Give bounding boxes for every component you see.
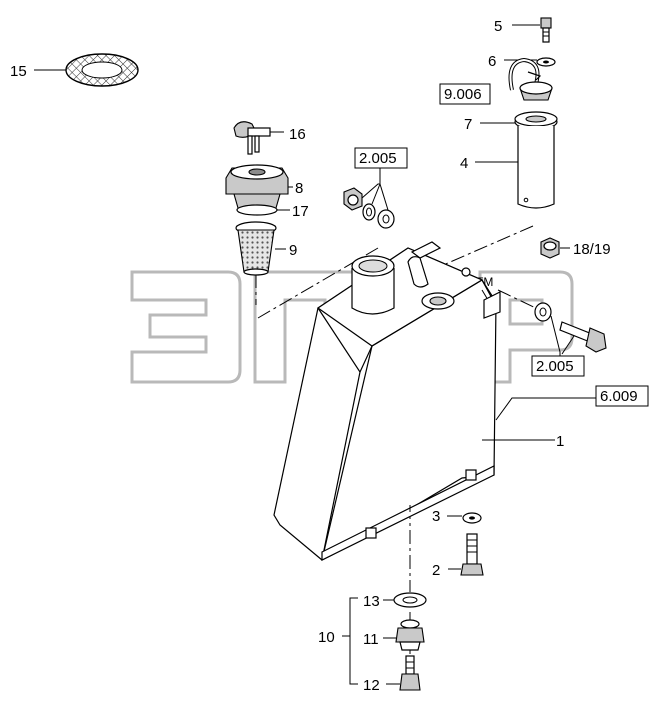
part-16-key	[233, 121, 284, 155]
ref-2005-right-box[interactable]: 2.005	[531, 355, 585, 377]
callout-16: 16	[289, 126, 306, 143]
callout-8: 8	[295, 180, 303, 197]
part-nut-washers-top	[343, 183, 395, 229]
ref-6009[interactable]: 6.009	[600, 388, 638, 405]
ref-2005-top[interactable]: 2.005	[359, 150, 397, 167]
part-11-drain-plug	[383, 619, 425, 651]
ref-9006-box[interactable]: 9.006	[439, 83, 491, 105]
callout-18-19: 18/19	[573, 241, 611, 258]
part-18-19-nut	[540, 237, 570, 259]
callout-1: 1	[556, 433, 564, 450]
part-4-7-fuel-level-sender	[475, 57, 558, 209]
part-15-mesh-gasket	[34, 53, 139, 87]
callout-5: 5	[494, 18, 502, 35]
ref-2005-right[interactable]: 2.005	[536, 358, 574, 375]
callout-7: 7	[464, 116, 472, 133]
callout-10: 10	[318, 629, 335, 646]
ref-6009-box[interactable]: 6.009	[595, 385, 649, 407]
part-12-drain-valve	[386, 655, 421, 691]
callout-9: 9	[289, 242, 297, 259]
part-1-fuel-tank	[273, 241, 600, 561]
part-8-filler-cap	[225, 164, 293, 209]
ref-9006[interactable]: 9.006	[444, 86, 482, 103]
callout-2: 2	[432, 562, 440, 579]
part-bolt-washer-right	[534, 302, 607, 356]
callout-3: 3	[432, 508, 440, 525]
callout-12: 12	[363, 677, 380, 694]
callout-13: 13	[363, 593, 380, 610]
part-5-bolt	[512, 17, 552, 43]
part-2-bolt	[448, 533, 484, 576]
part-17-cap-gasket	[236, 204, 290, 216]
part-9-strainer	[235, 221, 286, 276]
callout-11: 11	[363, 631, 379, 648]
callout-17: 17	[292, 203, 309, 220]
callout-4: 4	[460, 155, 468, 172]
assembly-10-bracket	[342, 597, 358, 685]
part-13-drain-washer	[383, 592, 427, 608]
callout-6: 6	[488, 53, 496, 70]
callout-15: 15	[10, 63, 27, 80]
part-3-washer	[447, 512, 482, 524]
ref-2005-top-box[interactable]: 2.005	[354, 147, 408, 169]
